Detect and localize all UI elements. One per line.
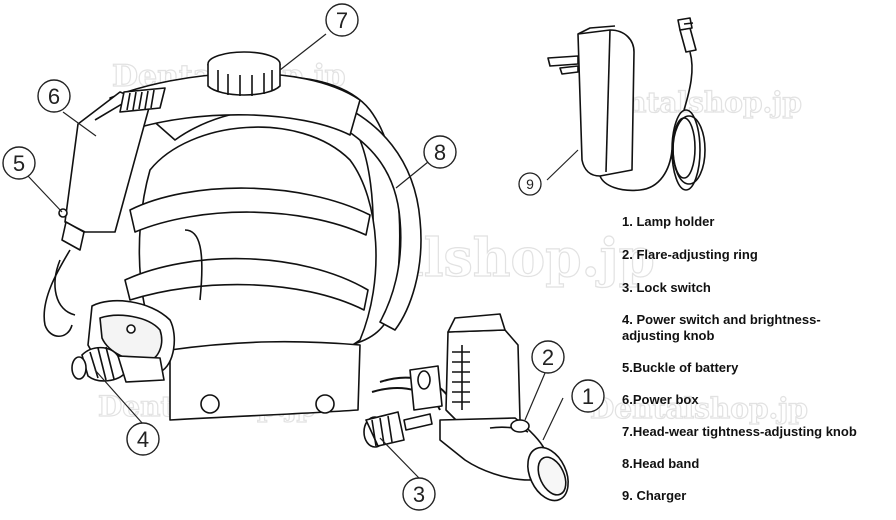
legend-item-battery-buckle: 5.Buckle of battery [622, 360, 739, 375]
callout-6-label: 6 [48, 84, 60, 109]
callout-1: 1 [571, 379, 605, 413]
callout-3-label: 3 [413, 482, 425, 507]
legend-item-lamp-holder: 1. Lamp holder [622, 214, 715, 229]
callout-6: 6 [37, 79, 71, 113]
legend-item-head-band: 8.Head band [622, 456, 700, 471]
callout-4: 4 [126, 422, 160, 456]
legend-item-lock-switch: 3. Lock switch [622, 280, 711, 295]
callout-5: 5 [2, 146, 36, 180]
callout-2: 2 [531, 340, 565, 374]
callout-8-label: 8 [434, 140, 446, 165]
callout-7: 7 [325, 3, 359, 37]
callout-1-label: 1 [582, 384, 594, 409]
legend-item-tightness-knob: 7.Head-wear tightness-adjusting knob [622, 424, 857, 439]
leader-lines [27, 33, 579, 479]
head-wear-illustration [43, 51, 569, 502]
callout-7-label: 7 [336, 8, 348, 33]
watermark-bottom-right: Dentalshop.jp [590, 392, 808, 425]
legend-item-flare-ring: 2. Flare-adjusting ring [622, 247, 758, 262]
callout-4-label: 4 [137, 427, 149, 452]
legend-item-power-switch: 4. Power switch and brightness-adjusting… [622, 312, 821, 343]
callout-8: 8 [423, 135, 457, 169]
charger-illustration [547, 17, 706, 192]
callout-3: 3 [402, 477, 436, 511]
legend-item-power-box: 6.Power box [622, 392, 699, 407]
callout-5-label: 5 [13, 151, 25, 176]
callout-9: 9 [518, 172, 542, 196]
callout-2-label: 2 [542, 345, 554, 370]
callout-9-label: 9 [526, 176, 534, 192]
legend-item-charger: 9. Charger [622, 488, 687, 503]
